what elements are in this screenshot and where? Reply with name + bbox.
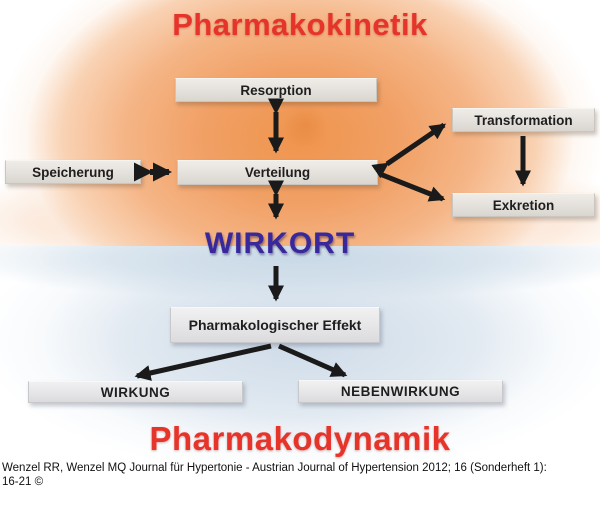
node-transformation-label: Transformation [474, 112, 573, 128]
node-resorption-label: Resorption [240, 82, 312, 98]
node-nebenwirkung: NEBENWIRKUNG [298, 380, 503, 403]
node-wirkung-label: WIRKUNG [100, 384, 171, 400]
node-transformation: Transformation [452, 108, 595, 132]
node-nebenwirkung-label: NEBENWIRKUNG [340, 384, 461, 399]
node-exkretion: Exkretion [452, 193, 595, 217]
pharmacodynamics-title: Pharmakodynamik [149, 420, 451, 457]
node-speicherung: Speicherung [5, 160, 141, 184]
node-speicherung-label: Speicherung [32, 164, 114, 180]
node-resorption: Resorption [175, 78, 377, 102]
citation-line2: 16-21 © [2, 476, 44, 489]
node-exkretion-label: Exkretion [492, 197, 555, 213]
diagram-canvas: Pharmakokinetik WIRKORT Pharmakodynamik … [0, 0, 600, 460]
site-of-action-label: WIRKORT [204, 227, 356, 260]
node-verteilung-label: Verteilung [244, 165, 311, 180]
pharmacokinetics-title: Pharmakokinetik [172, 7, 428, 42]
node-wirkung: WIRKUNG [28, 381, 243, 403]
node-pharmacological-effect: Pharmakologischer Effekt [170, 307, 380, 343]
node-verteilung: Verteilung [177, 160, 378, 185]
node-pharmacological-effect-label: Pharmakologischer Effekt [188, 317, 362, 333]
citation: Wenzel RR, Wenzel MQ Journal für Hyperto… [2, 461, 598, 490]
citation-line1: Wenzel RR, Wenzel MQ Journal für Hyperto… [2, 462, 547, 474]
